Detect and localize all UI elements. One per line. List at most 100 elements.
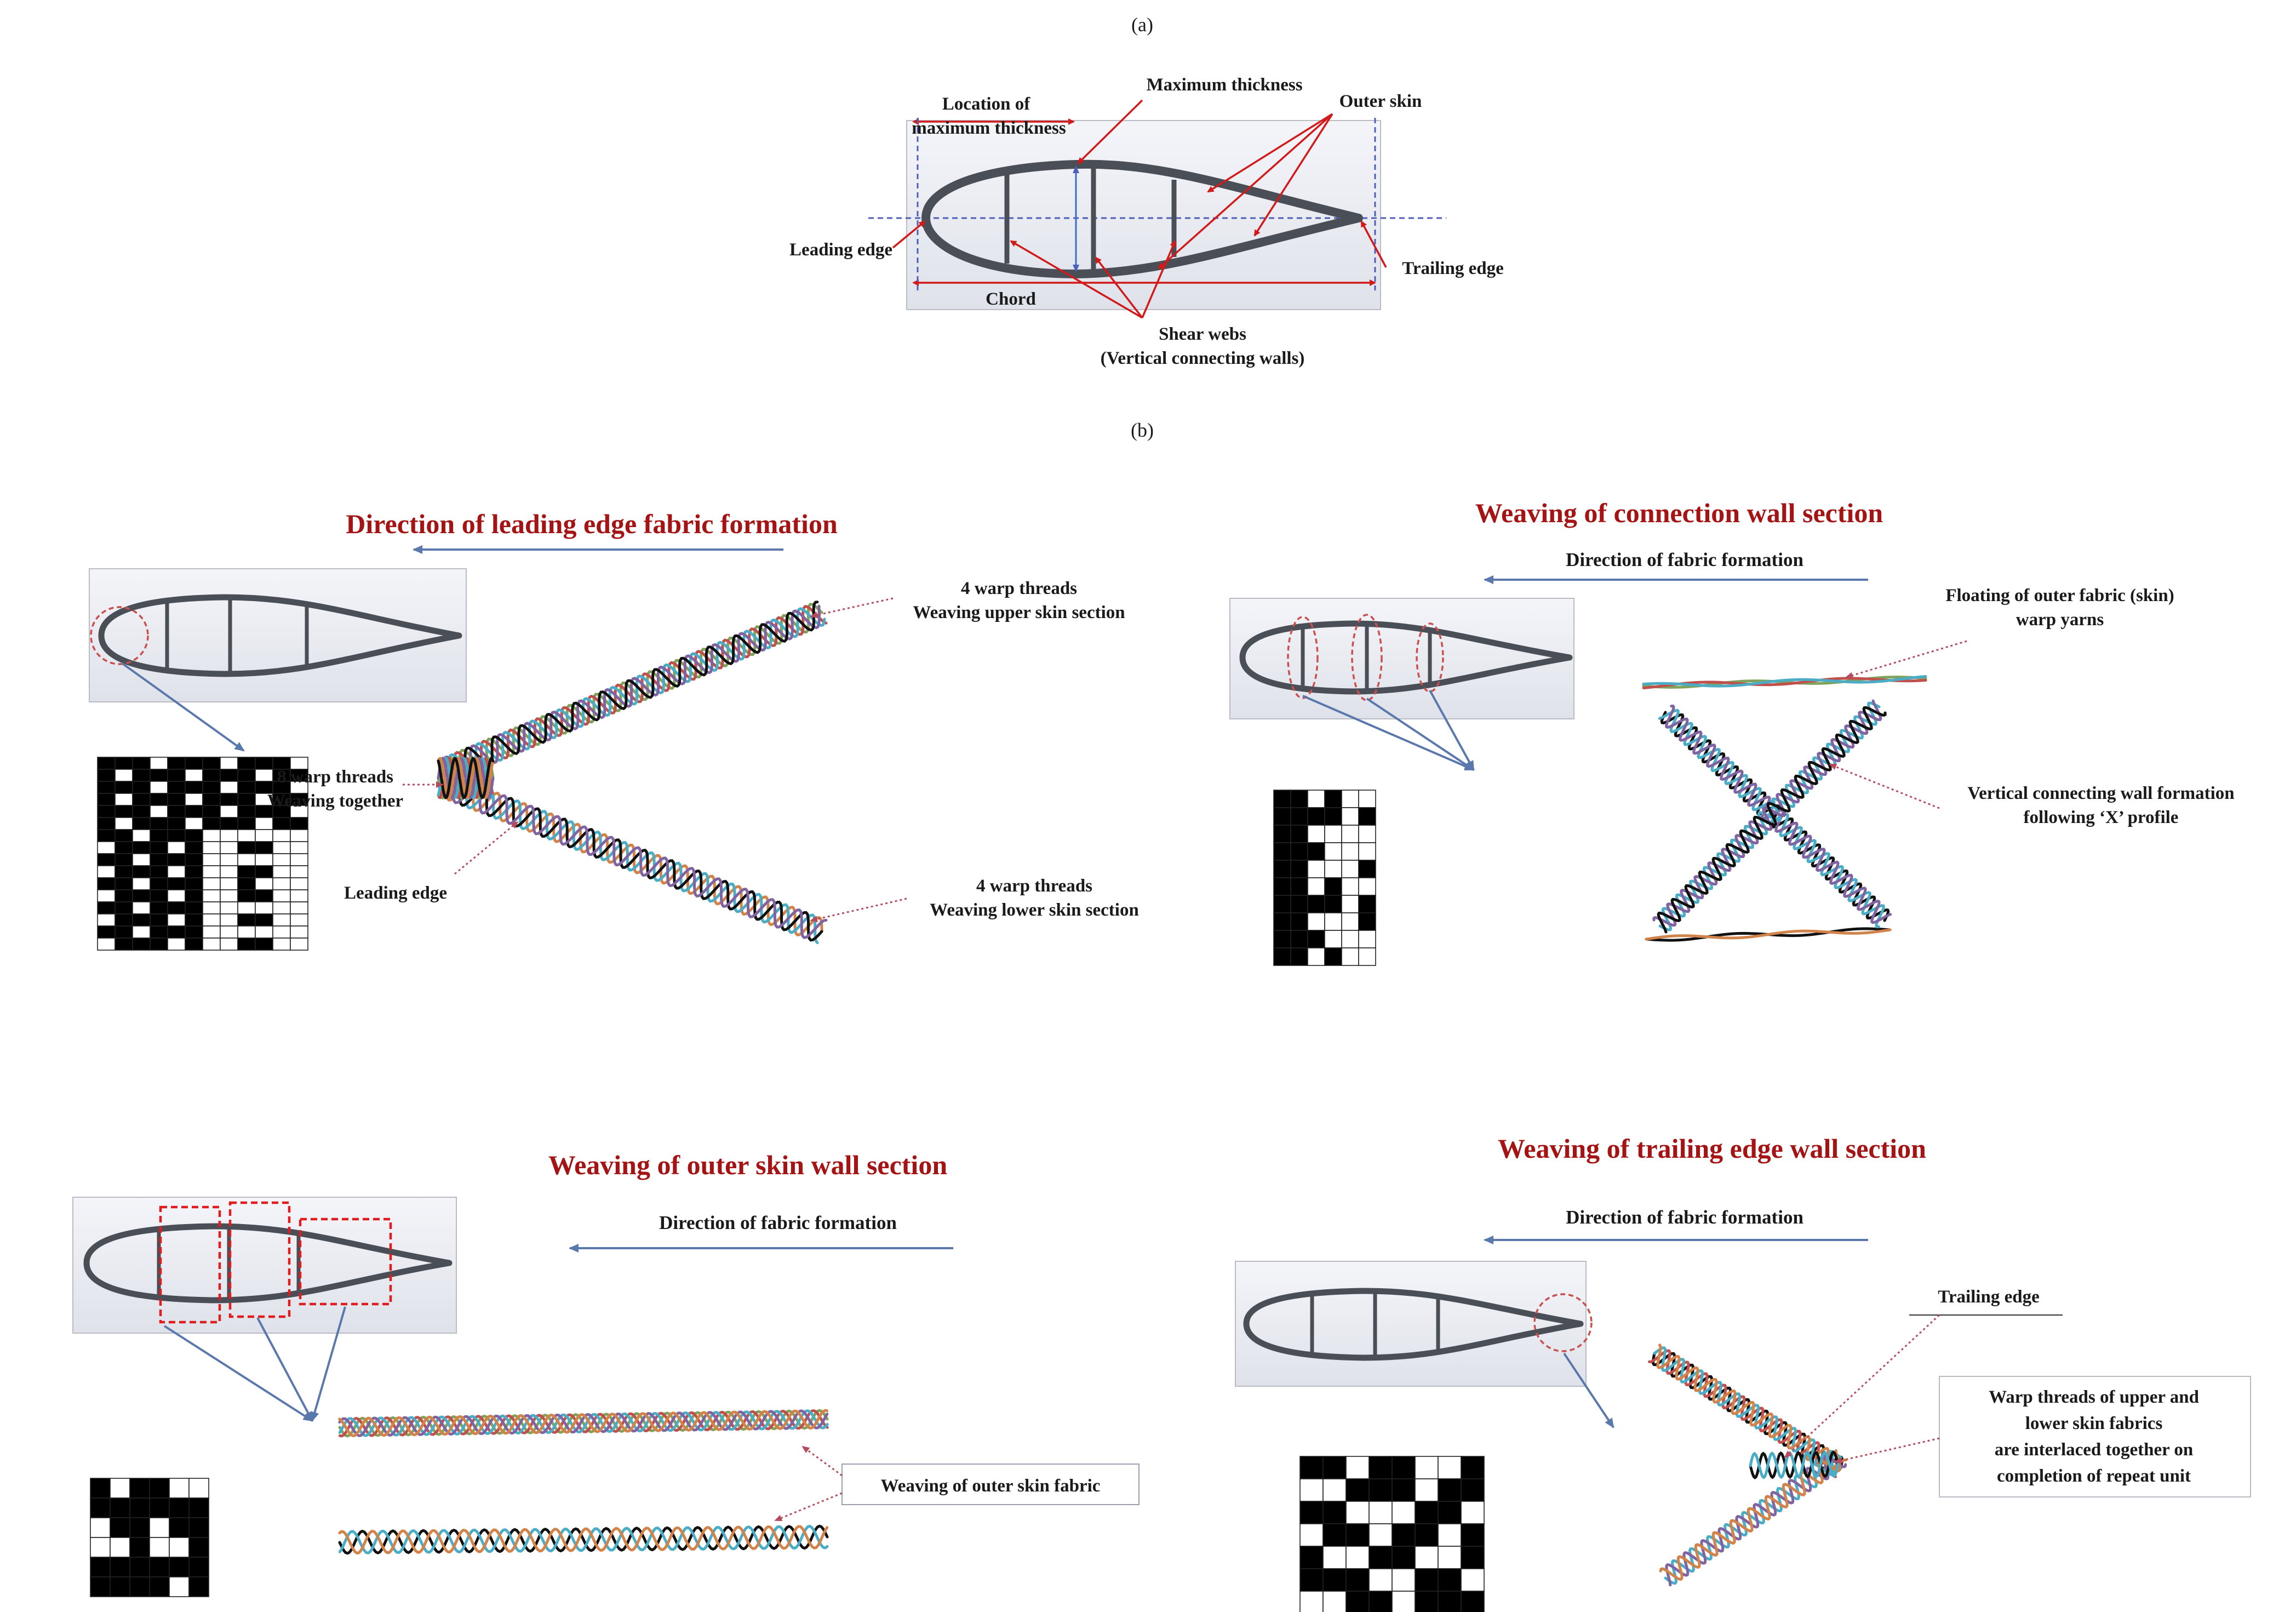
le-grid-cell — [202, 853, 221, 866]
le-grid-cell — [185, 805, 203, 818]
le-grid-cell — [150, 889, 168, 902]
le-grid-cell — [237, 938, 256, 951]
cw-grid-cell — [1273, 877, 1291, 896]
le-grid-cell — [255, 889, 273, 902]
cw-grid-cell — [1290, 877, 1308, 896]
le-grid-cell — [114, 841, 133, 854]
cw-bottom-strand — [1645, 928, 1892, 941]
cw-vertical-leader — [1829, 763, 1940, 809]
le-grid-cell — [185, 829, 203, 842]
cw-grid-cell — [1324, 877, 1342, 896]
te-highlight-circle — [1533, 1293, 1593, 1352]
os-fabric-label-box — [841, 1464, 1140, 1505]
cw-grid-cell — [1290, 947, 1308, 966]
leading-edge-label: Leading edge — [789, 240, 892, 260]
le-lower-label-2: Weaving lower skin section — [930, 900, 1139, 920]
le-grid-cell — [132, 829, 151, 842]
le-grid-cell — [220, 877, 238, 890]
cw-diag-2-strand — [1658, 701, 1881, 931]
le-grid-cell — [132, 913, 151, 927]
le-grid-cell — [167, 925, 186, 939]
os-grid-cell — [90, 1576, 111, 1597]
cw-grid-cell — [1341, 842, 1359, 861]
te-grid-cell — [1461, 1456, 1485, 1479]
te-weave-pattern-grid — [1299, 1456, 1485, 1612]
os-bottom-strand — [338, 1524, 829, 1555]
te-grid-cell — [1415, 1478, 1439, 1502]
le-grid-cell — [220, 781, 238, 794]
le-upper-leader — [810, 597, 894, 619]
os-grid-cell — [169, 1557, 190, 1577]
cw-weave-pattern-grid — [1273, 790, 1376, 966]
le-grid-cell — [114, 938, 133, 951]
cw-grid-cell — [1341, 930, 1359, 948]
max-thickness-label: Maximum thickness — [1146, 75, 1302, 95]
cw-grid-cell — [1307, 790, 1325, 808]
le-grid-cell — [132, 853, 151, 866]
te-grid-cell — [1461, 1501, 1485, 1524]
cw-grid-cell — [1358, 947, 1376, 966]
os-grid-cell — [149, 1517, 170, 1538]
le-grid-cell — [202, 817, 221, 830]
te-interlace-label-1: Warp threads of upper and — [1989, 1387, 2199, 1407]
cw-grid-cell — [1273, 807, 1291, 826]
le-grid-cell — [220, 829, 238, 842]
le-grid-cell — [290, 889, 308, 902]
le-grid-cell — [167, 829, 186, 842]
le-grid-cell — [237, 805, 256, 818]
connection-wall-section: Weaving of connection wall section Direc… — [1229, 498, 2235, 966]
os-bottom-strand — [338, 1525, 829, 1555]
le-grid-cell — [237, 841, 256, 854]
le-grid-cell — [132, 865, 151, 878]
cw-grid-cell — [1307, 930, 1325, 948]
cw-grid-cell — [1290, 790, 1308, 808]
cw-grid-cell — [1290, 895, 1308, 913]
le-grid-cell — [272, 841, 291, 854]
le-grid-cell — [220, 853, 238, 866]
le-grid-cell — [202, 865, 221, 878]
panel-a-label: (a) — [1131, 14, 1153, 36]
le-grid-cell — [114, 889, 133, 902]
cw-grid-cell — [1324, 807, 1342, 826]
cw-grid-cell — [1307, 877, 1325, 896]
te-interlaced-yarns — [1648, 1344, 1847, 1587]
le-grid-cell — [167, 781, 186, 794]
te-grid-cell — [1322, 1546, 1347, 1569]
te-edge-leader — [1784, 1314, 1940, 1459]
le-grid-cell — [255, 853, 273, 866]
cw-grid-cell — [1358, 895, 1376, 913]
os-grid-cell — [129, 1576, 150, 1597]
le-together-label-2: Weaving together — [267, 791, 403, 811]
leading-edge-section: Direction of leading edge fabric formati… — [89, 508, 1139, 951]
le-grid-cell — [97, 877, 116, 890]
os-weave-pattern-grid — [90, 1478, 209, 1597]
le-grid-cell — [167, 793, 186, 806]
cw-grid-cell — [1358, 825, 1376, 843]
cw-grid-cell — [1324, 912, 1342, 931]
le-grid-cell — [202, 769, 221, 782]
te-interlace-label-2: lower skin fabrics — [2025, 1414, 2163, 1433]
trailing-edge-title: Weaving of trailing edge wall section — [1498, 1133, 1926, 1164]
te-upper-strand — [1648, 1349, 1839, 1478]
os-grid-cell — [129, 1537, 150, 1558]
le-grid-cell — [290, 865, 308, 878]
le-lower-strand — [445, 776, 823, 942]
le-highlight-circle — [90, 606, 149, 665]
cw-grid-cell — [1341, 877, 1359, 896]
le-grid-cell — [167, 817, 186, 830]
le-grid-cell — [202, 829, 221, 842]
cw-x-profile-yarns — [1642, 675, 1927, 942]
le-grid-cell — [132, 793, 151, 806]
le-grid-cell — [272, 913, 291, 927]
shear-webs-label-2: (Vertical connecting walls) — [1101, 348, 1305, 368]
le-grid-cell — [150, 877, 168, 890]
trailing-edge-direction: Direction of fabric formation — [1566, 1207, 1803, 1228]
le-grid-cell — [202, 913, 221, 927]
le-grid-cell — [272, 853, 291, 866]
te-grid-cell — [1392, 1501, 1416, 1524]
te-grid-cell — [1322, 1456, 1347, 1479]
le-grid-cell — [150, 805, 168, 818]
le-grid-cell — [220, 841, 238, 854]
connection-wall-direction: Direction of fabric formation — [1566, 549, 1803, 570]
cw-highlight-2 — [1351, 614, 1383, 701]
